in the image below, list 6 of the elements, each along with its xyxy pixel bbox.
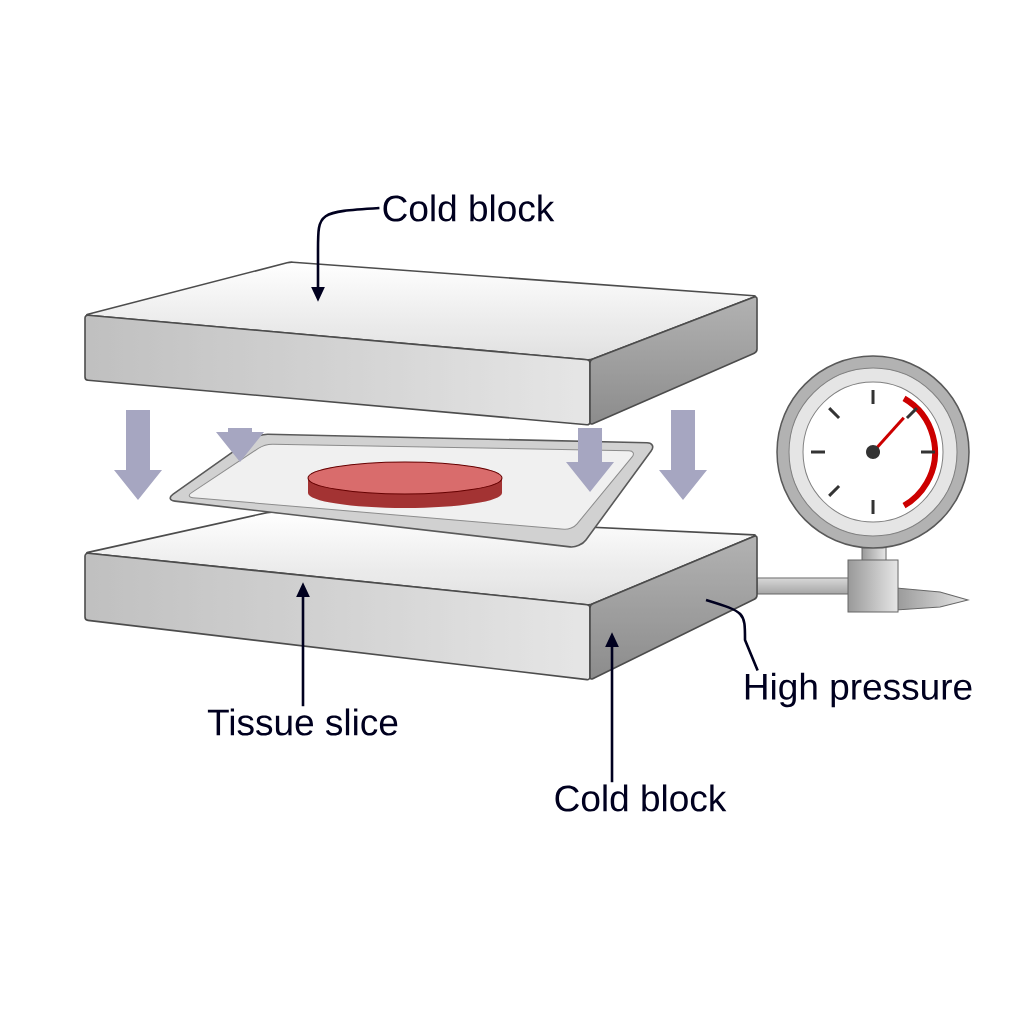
callout-label: High pressure bbox=[745, 672, 972, 708]
leader-line bbox=[705, 598, 759, 672]
callout-label: Tissue slice bbox=[207, 708, 398, 736]
callout-label: Cold block bbox=[383, 194, 555, 222]
cold-block-drawing bbox=[84, 261, 758, 426]
callout-label: Cold block bbox=[555, 784, 727, 812]
